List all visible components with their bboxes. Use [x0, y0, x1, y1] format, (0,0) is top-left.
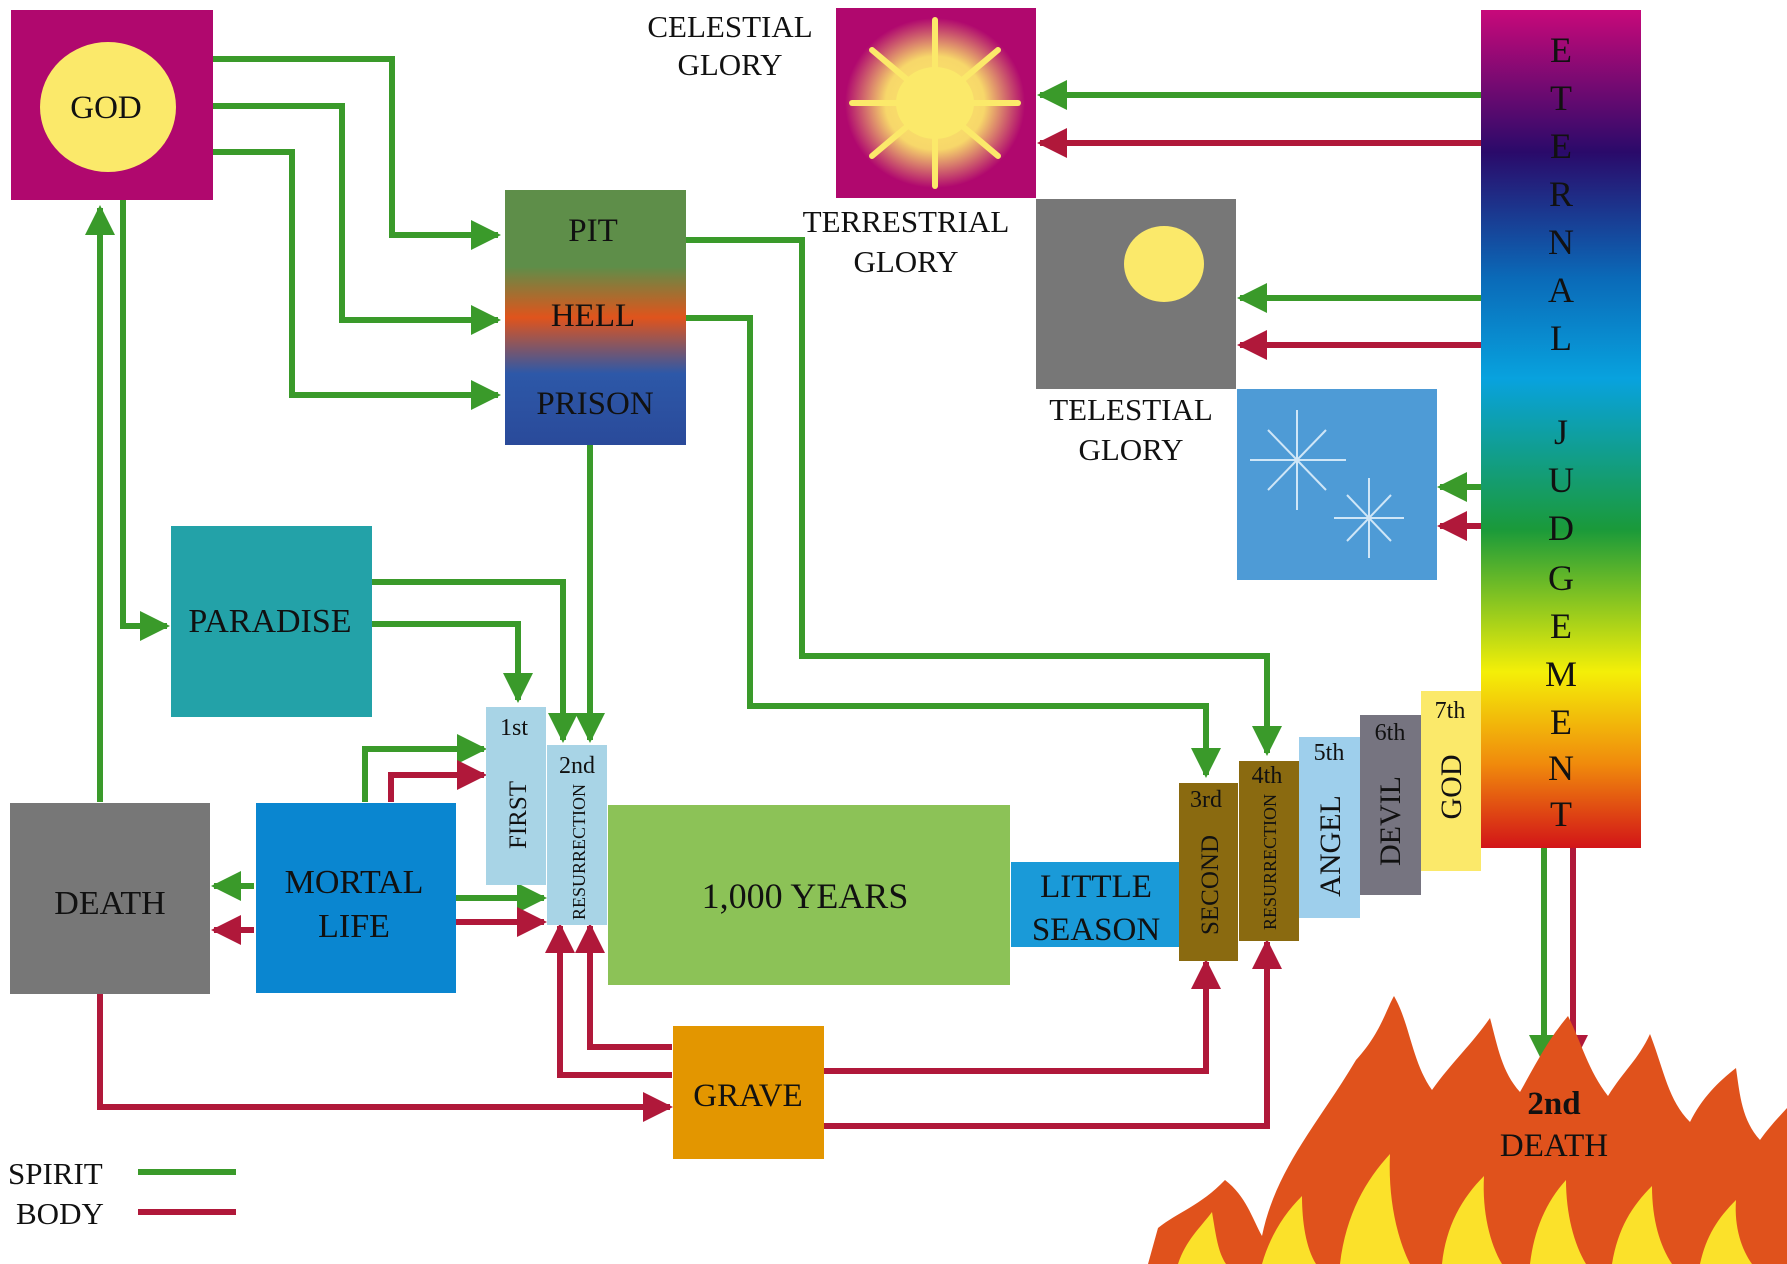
god-circle	[40, 42, 176, 172]
judgement-letter-1: U	[1548, 460, 1574, 500]
fifth-angel-node: 5th ANGEL	[1299, 737, 1360, 918]
judgement-letter-7: N	[1548, 748, 1574, 788]
second-resurrection-node: 3rd SECOND 4th RESURRECTION	[1179, 761, 1299, 961]
celestial-label-line2: GLORY	[677, 47, 782, 82]
angel-label: ANGEL	[1314, 795, 1347, 897]
legend-body-label: BODY	[16, 1196, 104, 1231]
arrow-god-to-paradise	[120, 200, 170, 641]
celestial-label-line1: CELESTIAL	[647, 9, 812, 44]
terrestrial-moon-icon	[1036, 199, 1236, 389]
third-number: 3rd	[1190, 787, 1222, 813]
second-word: SECOND	[1197, 835, 1224, 935]
judgement-letter-8: T	[1550, 794, 1572, 834]
second-res-resurrection-word: RESURRECTION	[1260, 794, 1280, 930]
arrow-death-to-grave	[97, 993, 673, 1122]
first-res-word: FIRST	[505, 781, 532, 849]
second-death-fire-icon: 2nd DEATH	[1148, 996, 1787, 1264]
little-season-node: LITTLE SEASON	[1011, 862, 1179, 948]
arrow-grave-to-fourth	[824, 939, 1282, 1129]
god-node: GOD	[11, 10, 213, 200]
celestial-sun-icon	[836, 8, 1036, 198]
prison-label: PRISON	[536, 386, 654, 422]
judgement-letter-5: M	[1545, 654, 1577, 694]
judgement-letter-2: D	[1548, 508, 1574, 548]
arrow-god-to-pit	[213, 56, 501, 250]
seventh-number: 7th	[1435, 698, 1466, 724]
telestial-stars-icon	[1237, 389, 1437, 580]
second-death-line2: DEATH	[1500, 1128, 1608, 1164]
legend: SPIRIT BODY	[8, 1156, 236, 1231]
arrow-mortal-to-first-res	[362, 734, 487, 802]
seventh-god-node: 7th GOD	[1421, 691, 1481, 871]
judgement-letter-0: J	[1554, 412, 1568, 452]
second-death-line1: 2nd	[1527, 1086, 1580, 1122]
body-arrows	[97, 128, 1588, 1129]
eternal-letter-1: T	[1550, 78, 1572, 118]
eternal-letter-5: A	[1548, 270, 1574, 310]
paradise-node: PARADISE	[171, 526, 372, 717]
god-label: GOD	[70, 90, 142, 126]
telestial-label-line1: TELESTIAL	[1049, 392, 1213, 427]
first-res-number: 1st	[500, 715, 528, 741]
arrow-paradise-to-second-res	[372, 579, 578, 743]
terrestrial-label-line2: GLORY	[853, 244, 958, 279]
sixth-devil-node: 6th DEVIL	[1360, 715, 1421, 895]
judgement-letter-4: E	[1550, 606, 1572, 646]
arrow-god-to-hell	[213, 103, 501, 335]
judgement-letter-3: G	[1548, 558, 1574, 598]
mortal-label-line1: MORTAL	[285, 864, 424, 901]
little-season-line2: SEASON	[1032, 912, 1161, 948]
spirit-arrows	[85, 56, 1559, 1065]
little-season-line1: LITTLE	[1040, 869, 1152, 905]
mortal-label-line2: LIFE	[318, 908, 390, 945]
eternal-letter-2: E	[1550, 126, 1572, 166]
eternal-letter-4: N	[1548, 222, 1574, 262]
telestial-label-line2: GLORY	[1078, 432, 1183, 467]
eternal-judgement-bar: E T E R N A L J U D G E M E N T	[1481, 10, 1641, 848]
fifth-number: 5th	[1314, 740, 1345, 766]
thousand-years-node: 1,000 YEARS	[608, 805, 1010, 985]
death-label: DEATH	[54, 885, 165, 922]
grave-node: GRAVE	[673, 1026, 824, 1159]
eternal-letter-6: L	[1550, 318, 1572, 358]
arrow-hell-to-third	[686, 315, 1221, 778]
mortal-life-node: MORTAL LIFE	[256, 803, 456, 993]
arrow-grave-to-second-res	[575, 923, 672, 1050]
pit-label: PIT	[568, 213, 618, 249]
sixth-number: 6th	[1375, 720, 1406, 746]
arrow-god-to-prison	[213, 149, 501, 410]
thousand-years-label: 1,000 YEARS	[702, 876, 909, 916]
first-res-resurrection-word: RESURRECTION	[569, 784, 589, 920]
paradise-label: PARADISE	[188, 603, 351, 640]
arrow-grave-to-third	[824, 959, 1221, 1074]
arrow-mortal-to-first-res-body	[388, 760, 487, 802]
fourth-number: 4th	[1252, 763, 1283, 789]
arrow-pit-to-fourth	[686, 237, 1282, 756]
hell-label: HELL	[551, 298, 635, 334]
pit-hell-prison-node: PIT HELL PRISON	[505, 190, 686, 445]
eternal-letter-3: R	[1549, 174, 1573, 214]
legend-spirit-label: SPIRIT	[8, 1156, 103, 1191]
arrow-paradise-to-first-res	[372, 621, 533, 703]
judgement-letter-6: E	[1550, 702, 1572, 742]
terrestrial-label-line1: TERRESTRIAL	[803, 204, 1010, 239]
second-res-number: 2nd	[559, 753, 595, 779]
first-resurrection-node: 1st FIRST 2nd RESURRECTION	[486, 707, 607, 925]
grave-label: GRAVE	[693, 1078, 802, 1114]
death-node: DEATH	[10, 803, 210, 994]
arrow-grave-to-first-res	[545, 923, 672, 1078]
god-small-label: GOD	[1435, 755, 1468, 820]
devil-label: DEVIL	[1374, 776, 1407, 866]
eternal-letter-0: E	[1550, 30, 1572, 70]
